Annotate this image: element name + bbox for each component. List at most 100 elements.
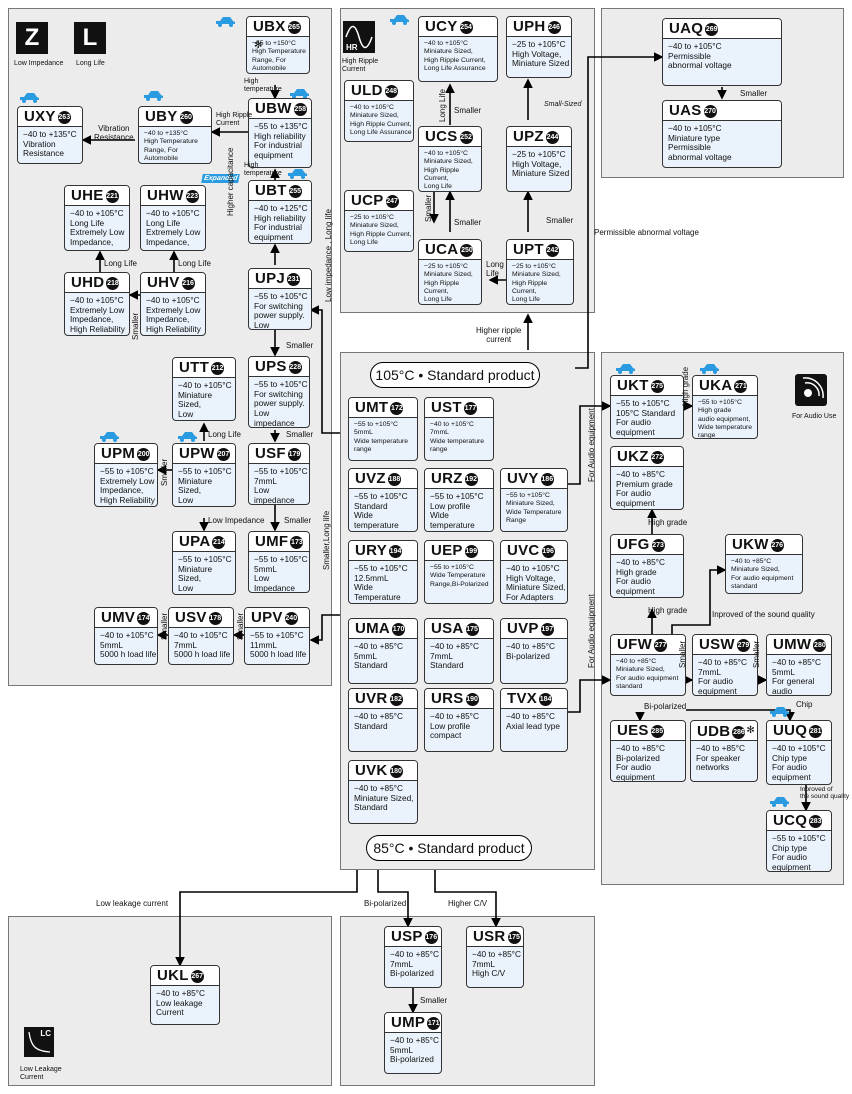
label-small-sized: Small-Sized <box>544 101 582 108</box>
description-line: −55 to +105°C <box>100 466 154 476</box>
product-code-text: UAS <box>669 102 702 119</box>
description-line: For audio <box>772 762 808 773</box>
label-bi-polarized-2: Bi-polarized <box>364 899 407 908</box>
label-smaller-uaq: Smaller <box>740 89 768 98</box>
description-line: −40 to +85°C <box>616 557 665 567</box>
description-line: Permissible <box>668 50 711 61</box>
page-number-badge: 269 <box>705 23 719 36</box>
description-line: High Ripple Current, <box>350 230 412 238</box>
description-line: For industrial <box>254 140 302 151</box>
product-code-text: UBW <box>255 100 292 117</box>
high-ripple-icon: HR <box>343 21 375 53</box>
description-line: −40 to +85°C <box>430 641 479 651</box>
description-line: High Ripple Current, <box>424 166 460 182</box>
label-for-audio-2: For Audio equipment <box>587 594 596 668</box>
page-number-badge: 242 <box>545 244 559 257</box>
description-line: equipment <box>616 498 655 509</box>
product-code-text: UBX <box>253 18 286 35</box>
product-code-text: UPT <box>513 241 544 258</box>
page-number-badge: 255 <box>288 185 302 198</box>
description-line: Miniature Sized, <box>350 222 399 230</box>
description-line: Miniature Sized, <box>512 271 561 279</box>
description-line: For audio <box>616 762 652 773</box>
description-line: Low impedance <box>254 485 295 505</box>
description-line: High Reliability <box>146 324 201 335</box>
audio-icon <box>795 374 827 406</box>
description-line: −40 to +105°C <box>668 123 722 133</box>
page-number-badge: 265 <box>287 21 301 34</box>
description-line: −25 to +105°C <box>350 214 394 221</box>
description-line: Low profile <box>430 500 471 511</box>
label-for-audio-1: For Audio equipment <box>587 408 596 482</box>
description-line: −55 to +150°C <box>252 40 296 47</box>
description-line: equipment <box>254 232 293 243</box>
description-line: Impedance, <box>100 485 144 496</box>
product-code-text: URS <box>431 690 464 707</box>
description-line: −25 to +105°C <box>512 39 566 49</box>
page-number-badge: 260 <box>179 111 193 124</box>
description-line: −55 to +105°C <box>254 466 308 476</box>
page-number-badge: 218 <box>106 277 120 290</box>
description-line: 5mmL <box>100 639 124 650</box>
low-impedance-icon: Z <box>16 22 48 54</box>
description-line: High Ripple Current, <box>424 279 460 295</box>
description-line: power supply. <box>254 398 305 409</box>
description-line: Long Life Assurance <box>350 128 412 136</box>
description-line: −40 to +105°C <box>70 208 124 218</box>
car-icon <box>144 91 163 101</box>
description-line: 105°C Standard <box>616 407 676 418</box>
product-code-text: UMW <box>773 636 812 653</box>
product-code-text: UPW <box>179 445 215 462</box>
page-number-badge: 270 <box>703 105 717 118</box>
page-number-badge: 277 <box>654 639 668 652</box>
car-icon <box>178 432 197 442</box>
page-number-badge: 246 <box>547 21 561 34</box>
label-smaller-long-life: Smaller,Long life <box>322 510 331 570</box>
description-line: For general audio <box>772 676 815 696</box>
product-code-text: UCS <box>425 128 458 145</box>
description-line: −25 to +105°C <box>512 263 556 270</box>
description-line: −55 to +105°C <box>178 466 232 476</box>
